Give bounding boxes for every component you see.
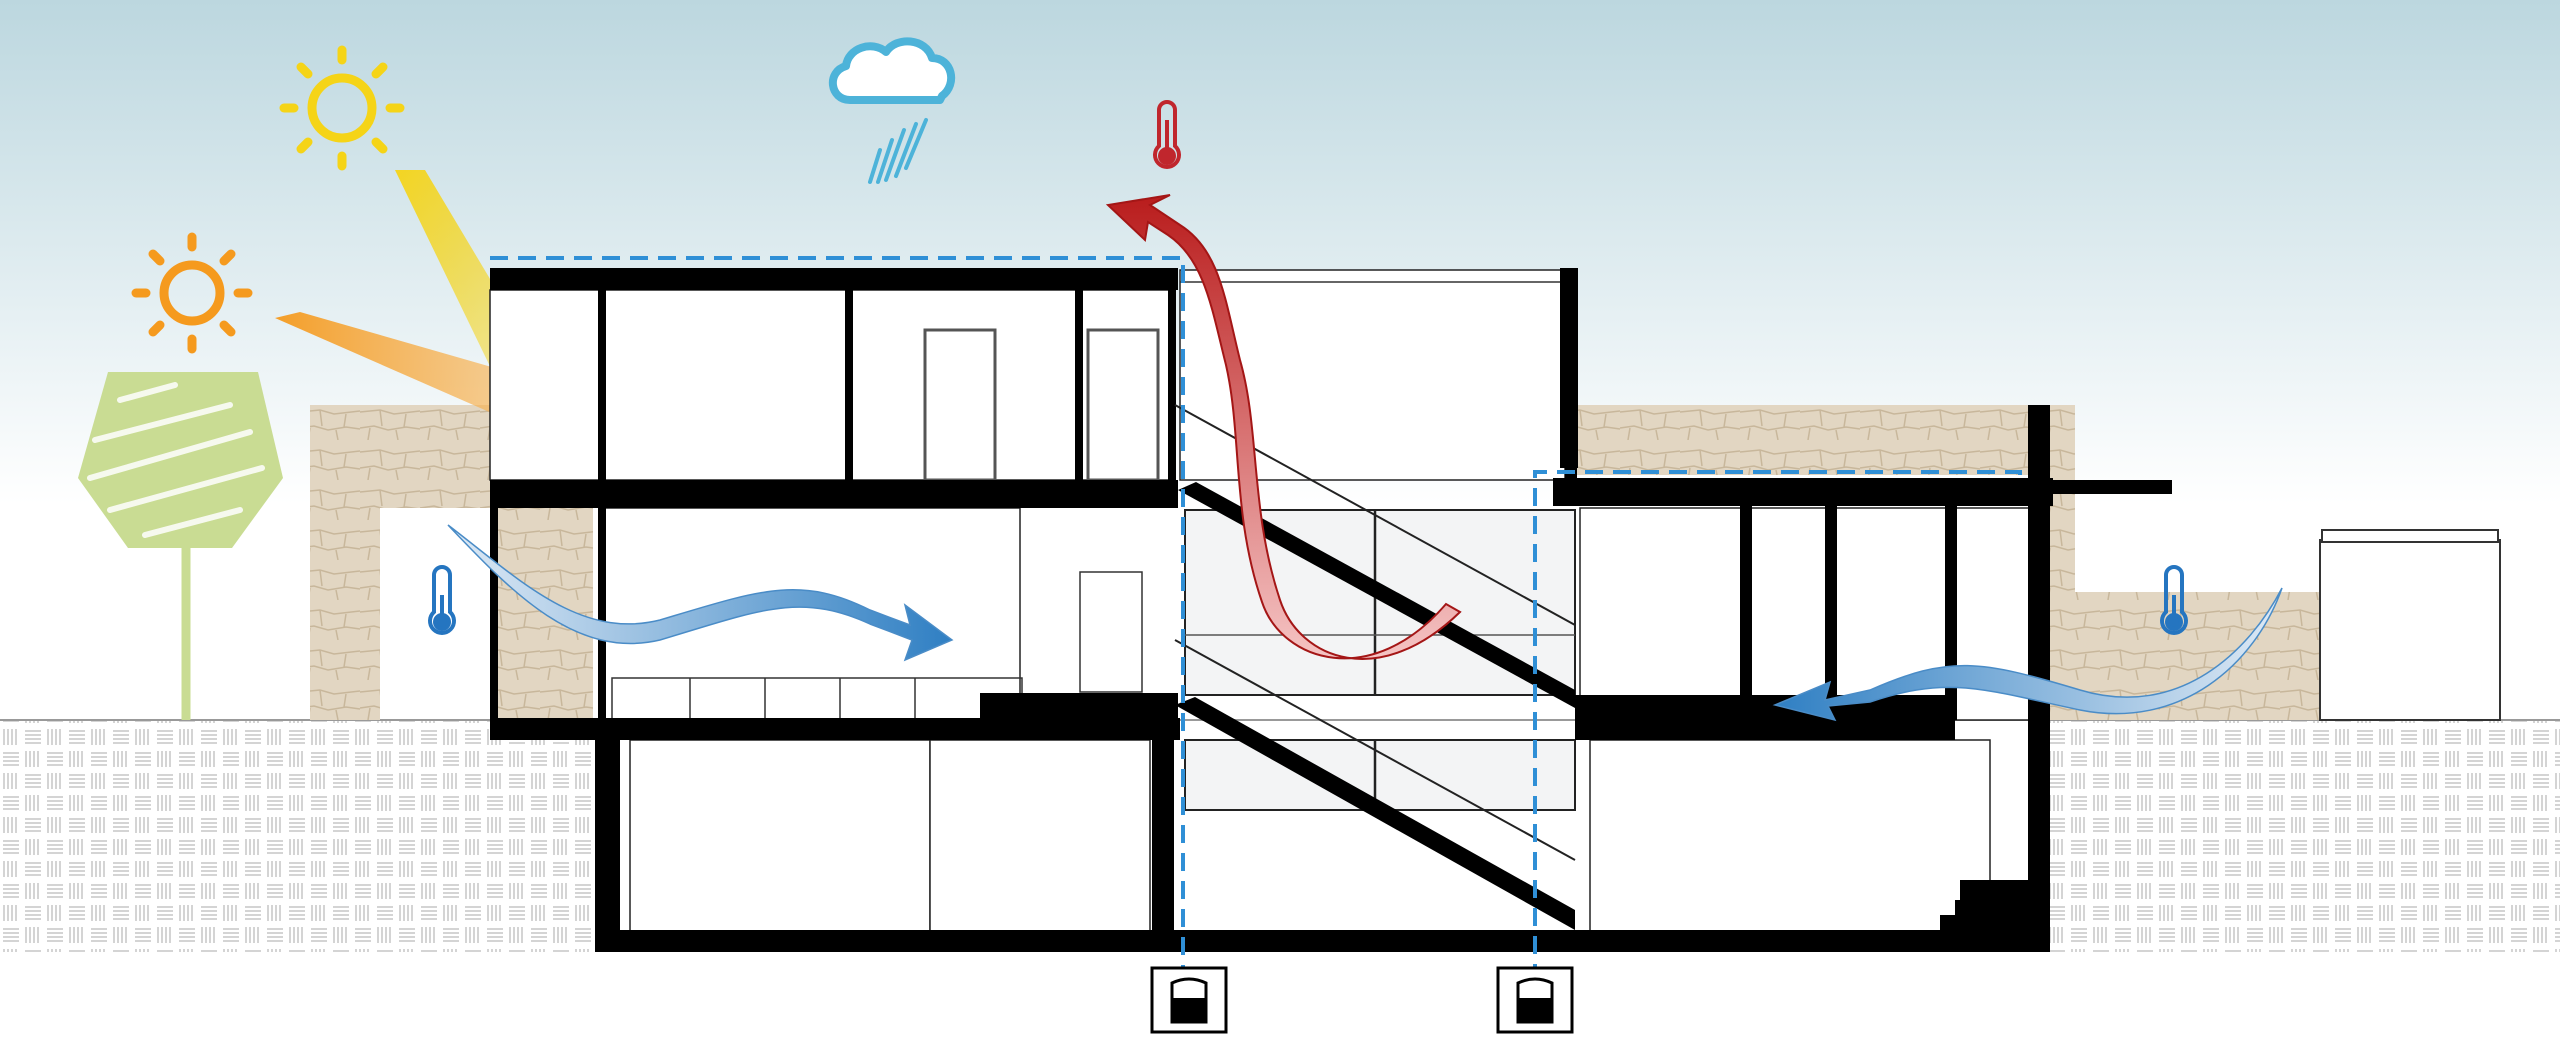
stone-wall-left-top: [380, 405, 498, 508]
cloud-rain-icon: [828, 37, 955, 184]
water-tank-icon-left: [1150, 966, 1228, 1034]
ground-soil-right: [2050, 720, 2560, 952]
thermometer-cold-icon-left: [428, 565, 456, 635]
thermometer-hot-icon: [1153, 100, 1181, 169]
cool-air-breeze-right: [1772, 587, 2283, 722]
stone-wall-left: [310, 405, 380, 720]
staircase-upper: [1174, 404, 1576, 930]
cool-air-breeze-left: [447, 524, 954, 662]
garden-structure: [2319, 539, 2501, 721]
tree-icon: [78, 372, 283, 720]
stone-wall-right-parapet: [1575, 405, 2075, 475]
hot-air-stack-ventilation: [1105, 194, 1462, 660]
rainwater-collection-paths: [490, 256, 2022, 970]
sun-icon-low: [131, 232, 253, 354]
sun-icon-high: [279, 45, 405, 171]
garden-structure-roof: [2321, 529, 2499, 543]
thermometer-cold-icon-right: [2160, 565, 2188, 635]
ground-soil-left: [0, 720, 595, 952]
water-tank-icon-right: [1496, 966, 1574, 1034]
